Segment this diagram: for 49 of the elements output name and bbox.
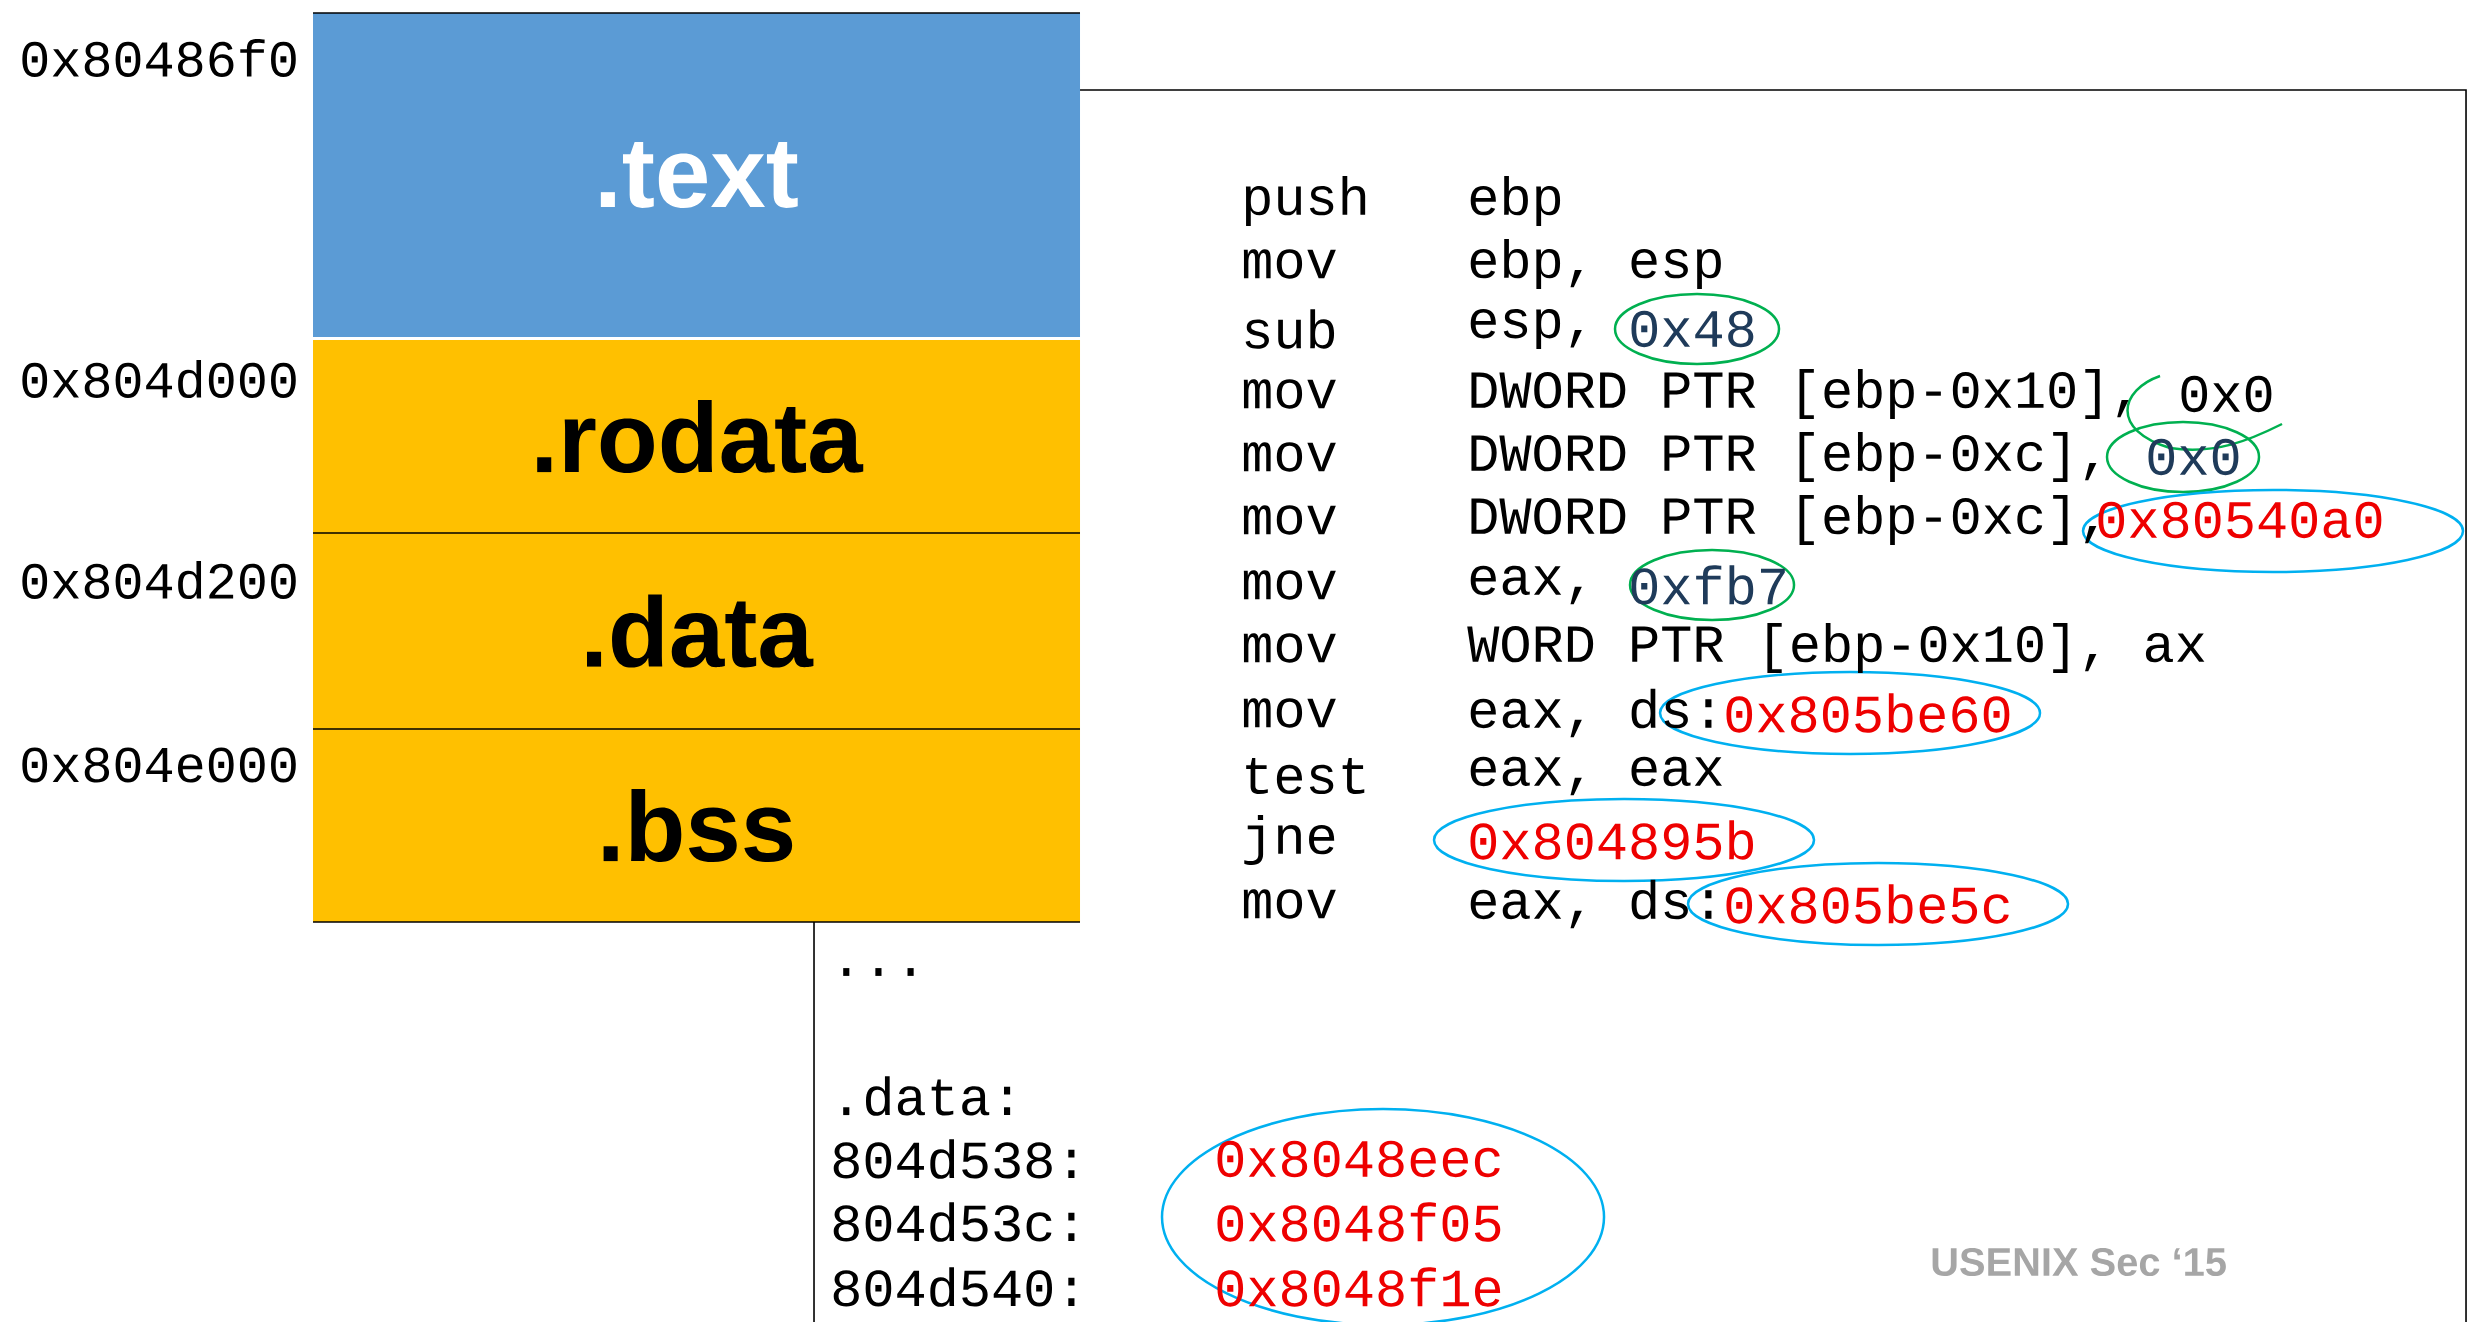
hex-value: 0x805be60 (1726, 693, 2010, 733)
assembly-code: eax, (1470, 565, 1582, 605)
node-label: .bss (603, 788, 793, 863)
assembly-code: 804d538: (833, 1139, 1075, 1179)
assembly-code: 804d540: (833, 1267, 1075, 1307)
address-label: 0x804e000 (22, 747, 296, 783)
hex-value: 0x804895b (1470, 820, 1753, 860)
hex-value: 0x80540a0 (2098, 501, 2382, 539)
section-block: .text (313, 13, 1080, 337)
assembly-code: mov (1243, 570, 1336, 600)
assembly-code: mov (1243, 698, 1336, 728)
section-block: .rodata (313, 340, 1080, 533)
assembly-code: mov (1243, 633, 1336, 663)
assembly-code: ebp (1470, 176, 1561, 226)
section-block: .data (313, 533, 1080, 729)
assembly-code: push (1245, 176, 1366, 226)
assembly-code: mov (1243, 379, 1336, 409)
assembly-code: .data: (843, 1076, 1011, 1116)
venue-label: USENIX Sec ‘15 (1932, 1247, 2226, 1277)
hex-value: 0x0 (2148, 438, 2239, 476)
section-block: .bss (313, 729, 1080, 922)
assembly-code: 0x0 (2181, 375, 2272, 413)
address-label: 0x804d000 (22, 359, 296, 399)
assembly-code: jne (1244, 815, 1335, 865)
hex-value: 0xfb7 (1631, 565, 1785, 605)
address-label: 0x80486f0 (22, 38, 296, 77)
node-label: .data (587, 594, 814, 668)
assembly-code: sub (1245, 309, 1335, 349)
assembly-code: WORD PTR [ebp-0x10], ax (1467, 623, 2205, 673)
assembly-code: mov (1243, 505, 1336, 535)
assembly-code: 804d53c: (833, 1202, 1075, 1242)
hex-value: 0x805be5c (1726, 884, 2009, 924)
address-label: 0x804d200 (22, 560, 296, 600)
assembly-code: mov (1243, 249, 1336, 279)
hex-value: 0x8048f05 (1217, 1202, 1501, 1242)
node-label: .rodata (537, 399, 864, 474)
assembly-code: DWORD PTR [ebp-0x10], (1471, 369, 2129, 419)
assembly-code: DWORD PTR [ebp-0xc], (1471, 495, 2097, 545)
assembly-code: ebp, esp (1470, 239, 1721, 289)
hex-value: 0x8048eec (1217, 1140, 1500, 1178)
assembly-code: mov (1243, 889, 1336, 919)
assembly-code: test (1246, 757, 1365, 795)
assembly-code: DWORD PTR [ebp-0xc], (1471, 432, 2097, 482)
hex-value: 0x48 (1631, 310, 1754, 348)
hex-value: 0x8048f1e (1217, 1267, 1501, 1307)
assembly-code: eax, eax (1470, 756, 1722, 796)
assembly-code: esp, (1470, 309, 1582, 349)
assembly-code: ... (843, 968, 914, 976)
assembly-code: mov (1243, 442, 1336, 472)
